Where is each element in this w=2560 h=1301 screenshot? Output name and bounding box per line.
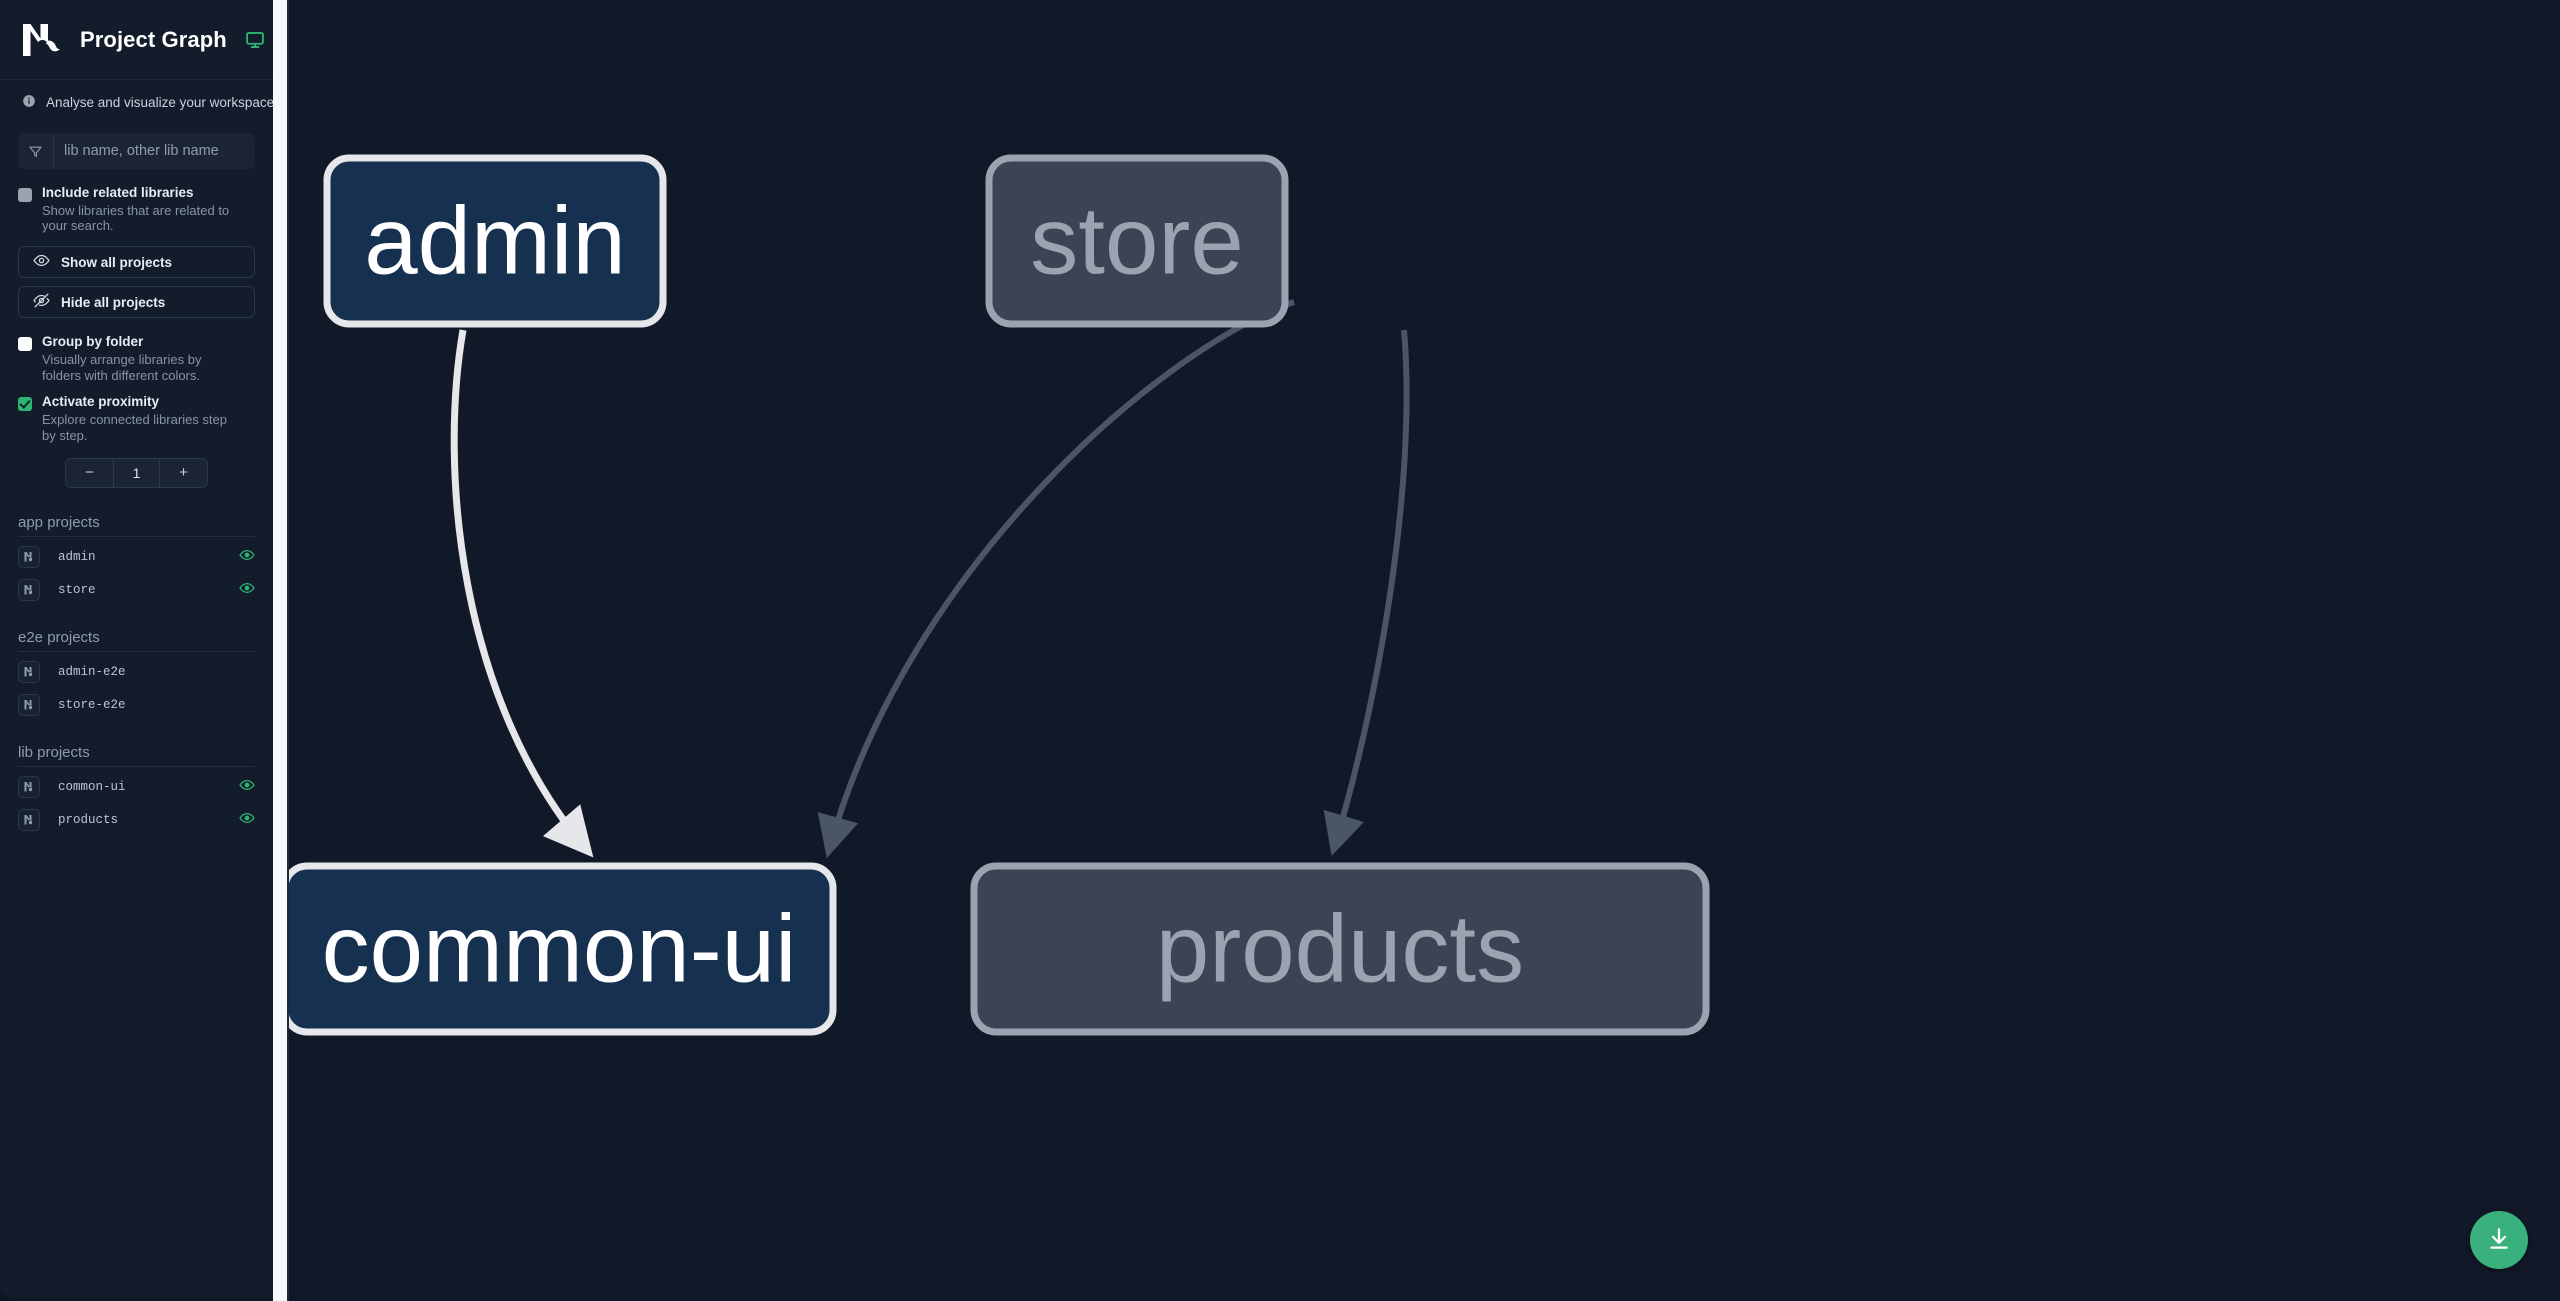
project-icon: [18, 579, 40, 602]
edge-store-to-common-ui[interactable]: [817, 299, 1295, 859]
option-activate-proximity[interactable]: Activate proximity Explore connected lib…: [0, 385, 273, 445]
proximity-stepper[interactable]: − 1 +: [65, 457, 208, 488]
option-description: Visually arrange libraries by folders wi…: [42, 351, 202, 383]
button-label: Show all projects: [61, 254, 173, 270]
group-lib-projects: lib projects common-ui: [18, 744, 255, 837]
edge-admin-to-common-ui[interactable]: [450, 329, 594, 858]
eye-visible-icon[interactable]: [239, 547, 255, 568]
option-title: Include related libraries: [42, 185, 194, 200]
project-row-store[interactable]: store: [18, 574, 255, 607]
page-title: Project Graph: [80, 26, 227, 52]
stepper-decrement-button[interactable]: −: [66, 458, 113, 487]
project-graph-svg[interactable]: admin store common-ui products: [289, 0, 2560, 1301]
search-box[interactable]: [18, 133, 255, 169]
info-icon: [22, 94, 36, 111]
project-icon: [18, 546, 40, 569]
nx-logo-icon: [22, 22, 62, 58]
project-row-common-ui[interactable]: common-ui: [18, 771, 255, 804]
show-all-projects-button[interactable]: Show all projects: [18, 246, 255, 279]
eye-off-icon: [33, 292, 50, 312]
project-name: store: [58, 583, 96, 598]
sidebar-header: Project Graph: [0, 0, 273, 80]
project-icon: [18, 776, 40, 799]
option-title: Group by folder: [42, 334, 144, 350]
graph-node-label: common-ui: [322, 896, 797, 1003]
project-row-products[interactable]: products: [18, 804, 255, 837]
project-name: common-ui: [58, 780, 126, 795]
graph-node-label: products: [1156, 896, 1524, 1003]
proximity-stepper-container: − 1 +: [0, 446, 273, 488]
group-e2e-projects: e2e projects admin-e2e store-e2e: [18, 629, 255, 722]
project-icon: [18, 694, 40, 717]
option-include-related-libraries[interactable]: Include related libraries Show libraries…: [0, 175, 273, 236]
project-row-store-e2e[interactable]: store-e2e: [18, 689, 255, 722]
eye-icon: [33, 252, 50, 272]
project-row-admin[interactable]: admin: [18, 541, 255, 574]
search-container: [0, 121, 273, 175]
checkbox-group-by-folder[interactable]: [18, 337, 32, 352]
stepper-value: 1: [113, 458, 160, 487]
graph-node-label: admin: [364, 188, 625, 295]
project-name: admin: [58, 550, 96, 565]
graph-node-store[interactable]: store: [985, 154, 1289, 328]
eye-visible-icon[interactable]: [239, 777, 255, 798]
sidebar-divider: [287, 0, 289, 1301]
sidebar-info-row: Analyse and visualize your workspace.: [0, 80, 273, 121]
sidebar-scrollbar[interactable]: [273, 0, 287, 1301]
sidebar-action-buttons: Show all projects Hide all projects: [0, 236, 273, 319]
eye-visible-icon[interactable]: [239, 580, 255, 601]
option-title: Activate proximity: [42, 394, 160, 410]
group-heading: e2e projects: [18, 629, 255, 652]
project-name: products: [58, 813, 119, 828]
graph-node-label: store: [1030, 188, 1243, 295]
graph-node-admin[interactable]: admin: [323, 154, 667, 328]
group-heading: lib projects: [18, 744, 255, 767]
project-name: store-e2e: [58, 698, 126, 713]
download-icon: [2486, 1226, 2512, 1255]
filter-icon[interactable]: [18, 133, 54, 169]
graph-node-products[interactable]: products: [970, 862, 1710, 1036]
graph-node-common-ui[interactable]: common-ui: [289, 862, 837, 1036]
search-input[interactable]: [54, 133, 255, 169]
edge-store-to-products[interactable]: [1323, 329, 1410, 857]
sidebar-info-text: Analyse and visualize your workspace.: [46, 95, 273, 110]
option-group-by-folder[interactable]: Group by folder Visually arrange librari…: [0, 318, 273, 385]
stepper-increment-button[interactable]: +: [160, 458, 207, 487]
checkbox-include-related-libraries[interactable]: [18, 188, 32, 202]
eye-visible-icon[interactable]: [239, 810, 255, 831]
project-row-admin-e2e[interactable]: admin-e2e: [18, 656, 255, 689]
option-description: Show libraries that are related to your …: [42, 202, 230, 234]
sidebar: Project Graph Analyse and visualize your…: [0, 0, 273, 1297]
project-icon: [18, 661, 40, 684]
download-graph-button[interactable]: [2470, 1211, 2528, 1269]
button-label: Hide all projects: [61, 294, 166, 310]
checkbox-activate-proximity[interactable]: [18, 397, 32, 412]
monitor-icon[interactable]: [245, 30, 265, 50]
project-groups: app projects admin: [0, 488, 273, 1297]
hide-all-projects-button[interactable]: Hide all projects: [18, 286, 255, 319]
project-icon: [18, 809, 40, 832]
option-description: Explore connected libraries step by step…: [42, 411, 227, 443]
graph-canvas[interactable]: admin store common-ui products: [289, 0, 2560, 1301]
project-name: admin-e2e: [58, 665, 126, 680]
group-app-projects: app projects admin: [18, 514, 255, 607]
group-heading: app projects: [18, 514, 255, 537]
